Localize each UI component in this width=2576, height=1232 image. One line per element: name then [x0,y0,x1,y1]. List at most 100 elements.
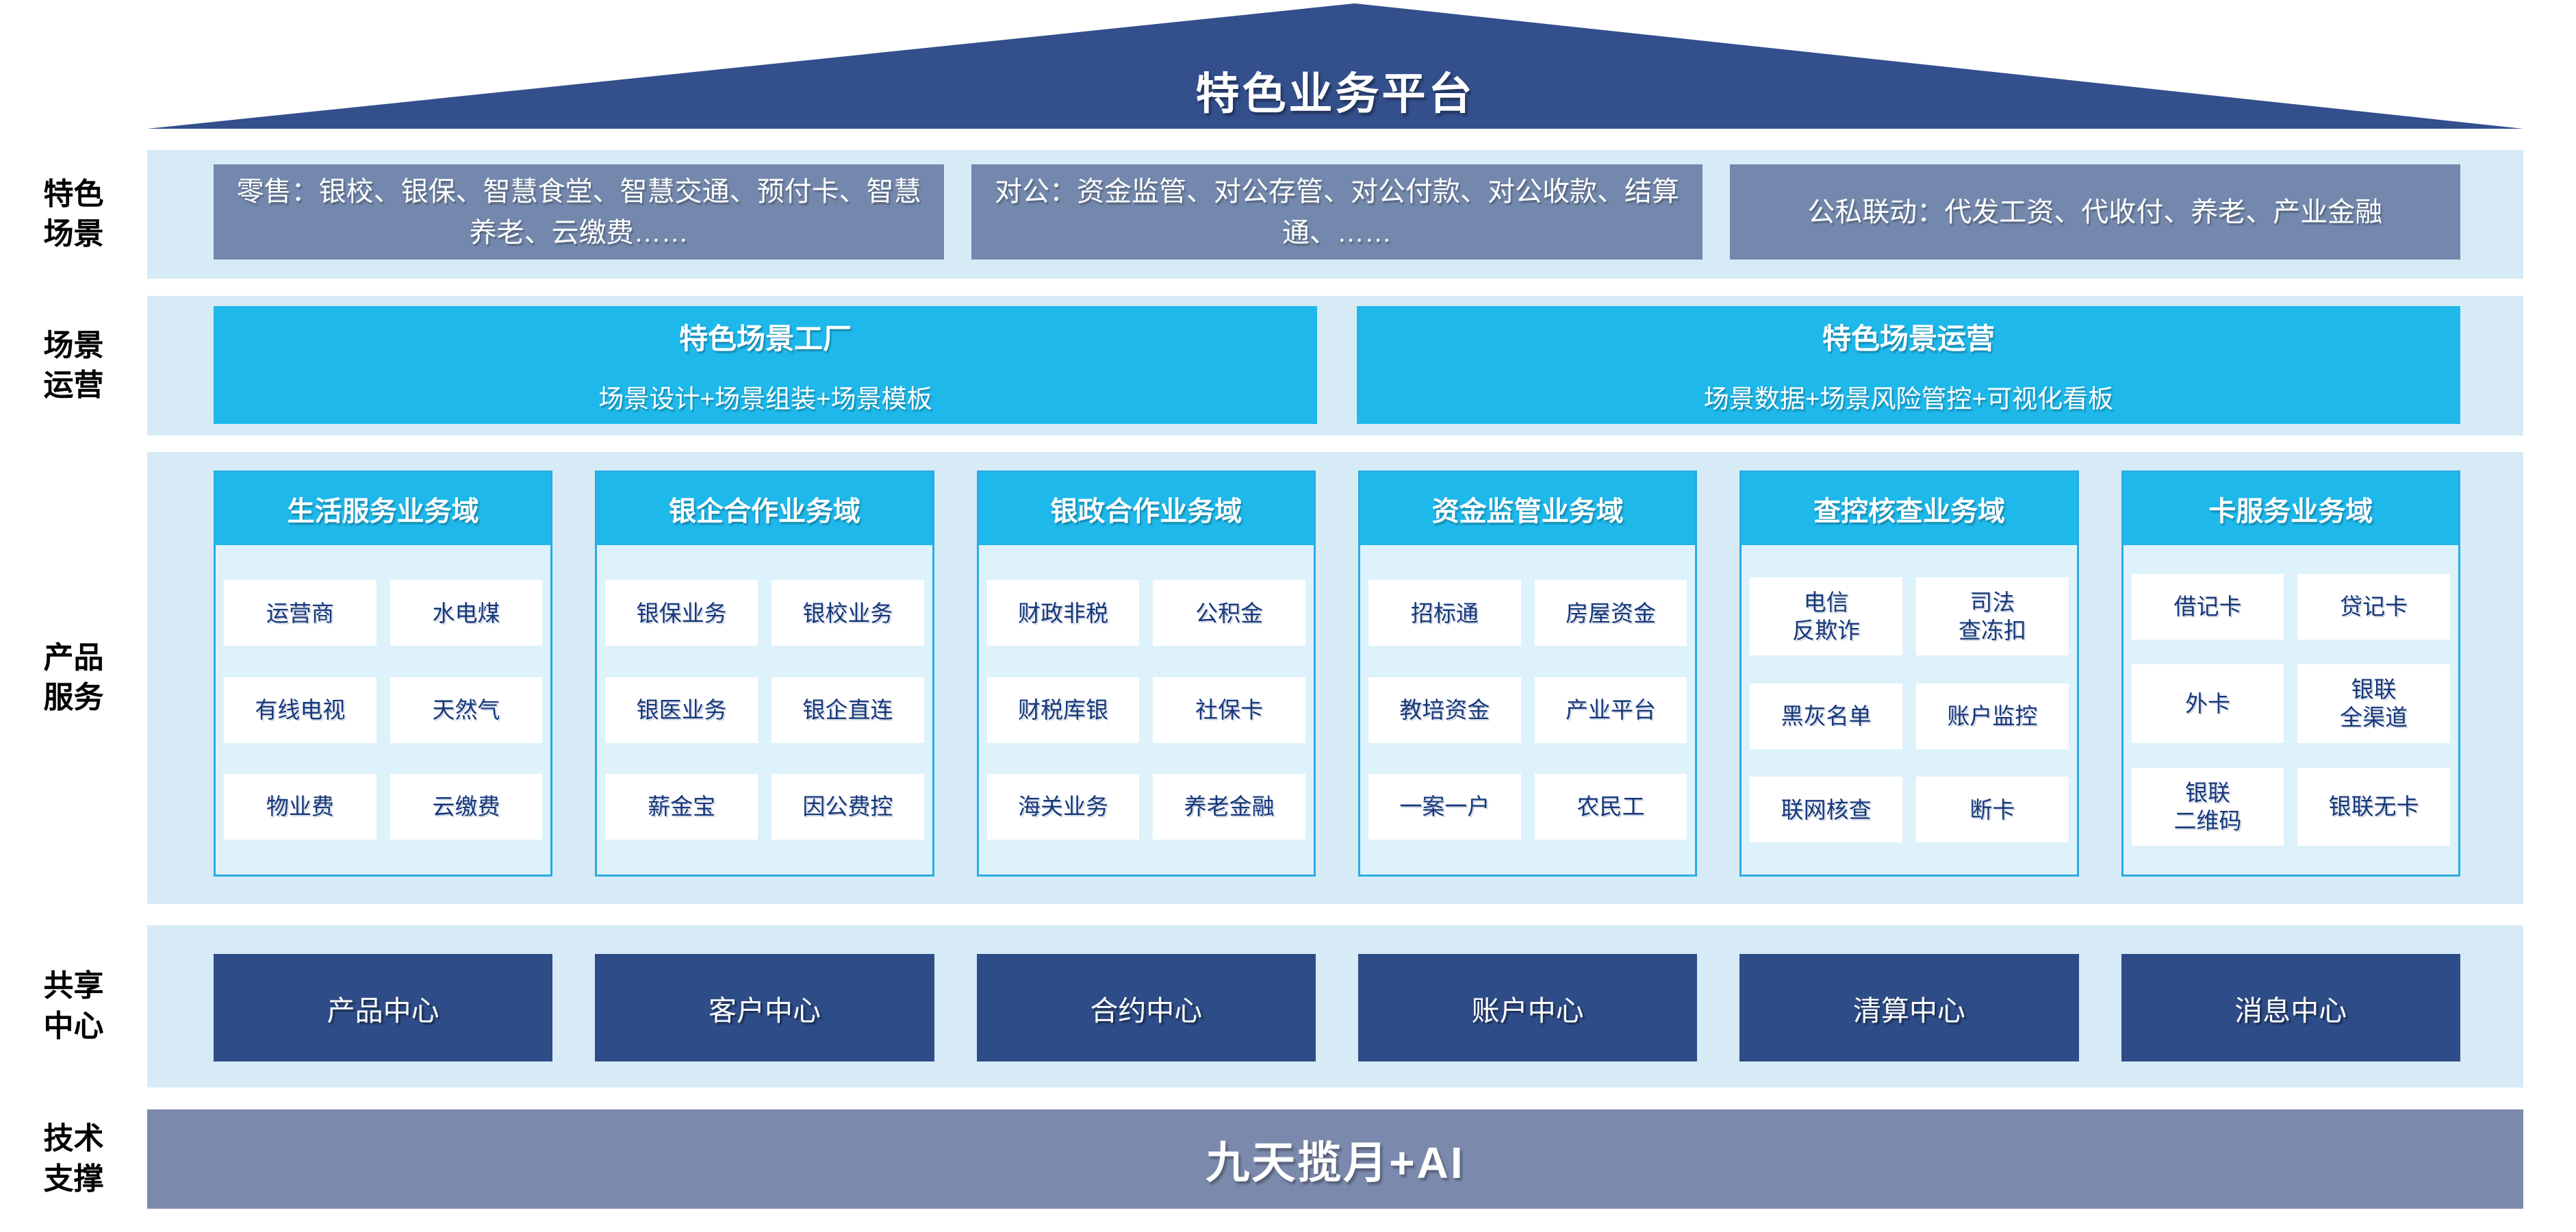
roof-triangle [147,3,2523,129]
scene-operation-title: 特色场景运营 [1822,322,1995,355]
item-row: 黑灰名单 账户监控 [1750,683,2069,749]
sharing-band: 产品中心 客户中心 合约中心 账户中心 清算中心 消息中心 [147,925,2523,1088]
item-row: 银医业务 银企直连 [605,677,924,743]
item-row: 财政非税 公积金 [986,580,1305,646]
scenes-boxes: 零售：银校、银保、智慧食堂、智慧交通、预付卡、智慧养老、云缴费…… 对公：资金监… [214,164,2460,260]
platform-title: 特色业务平台 [1195,69,1475,118]
scene-box-corporate: 对公：资金监管、对公存管、对公付款、对公收款、结算通、…… [971,164,1703,260]
product-item: 银联 二维码 [2131,767,2284,846]
product-item: 因公费控 [771,773,924,840]
item-row: 电信 反欺诈 司法 查冻扣 [1750,577,2069,656]
product-item: 银联 全渠道 [2297,664,2450,743]
domain-fund-supervision: 资金监管业务域 招标通 房屋资金 教培资金 产业平台 一案一户 农民工 [1357,470,1698,877]
product-item: 银医业务 [605,677,758,743]
product-item: 财政非税 [986,580,1140,646]
scene-box-linkage: 公私联动：代发工资、代收付、养老、产业金融 [1729,164,2460,260]
domain-bank-government: 银政合作业务域 财政非税 公积金 财税库银 社保卡 海关业务 养老金融 [976,470,1316,877]
domain-items: 电信 反欺诈 司法 查冻扣 黑灰名单 账户监控 联网核查 断卡 [1742,545,2076,875]
scene-box-retail: 零售：银校、银保、智慧食堂、智慧交通、预付卡、智慧养老、云缴费…… [214,164,945,260]
row-label-tech: 技术 支撑 [43,1122,104,1196]
domain-card-services: 卡服务业务域 借记卡 贷记卡 外卡 银联 全渠道 银联 二维码 银联无卡 [2121,470,2460,877]
product-domains: 生活服务业务域 运营商 水电煤 有线电视 天然气 物业费 云缴费 [214,470,2460,877]
domain-title: 银政合作业务域 [978,473,1314,545]
operation-boxes: 特色场景工厂 场景设计+场景组装+场景模板 特色场景运营 场景数据+场景风险管控… [214,306,2460,424]
domain-title: 卡服务业务域 [2123,473,2458,545]
sharing-centers: 产品中心 客户中心 合约中心 账户中心 清算中心 消息中心 [214,954,2460,1061]
product-item: 公积金 [1153,580,1305,646]
product-item: 银校业务 [771,580,924,646]
center-account: 账户中心 [1357,954,1698,1061]
scene-factory-subtitle: 场景设计+场景组装+场景模板 [598,384,932,413]
domain-title: 生活服务业务域 [216,473,551,545]
center-contract: 合约中心 [976,954,1316,1061]
item-row: 银联 二维码 银联无卡 [2131,767,2450,846]
product-item: 农民工 [1534,773,1687,840]
row-label-products: 产品 服务 [43,640,104,714]
product-item: 借记卡 [2131,574,2284,640]
item-row: 招标通 房屋资金 [1368,580,1687,646]
product-item: 教培资金 [1368,677,1521,743]
product-item: 物业费 [224,773,377,840]
scene-operation-box: 特色场景运营 场景数据+场景风险管控+可视化看板 [1357,306,2460,424]
product-item: 海关业务 [986,773,1140,840]
center-customer: 客户中心 [595,954,934,1061]
item-row: 运营商 水电煤 [224,580,543,646]
product-item: 水电煤 [390,580,543,646]
product-item: 云缴费 [390,773,543,840]
domain-title: 资金监管业务域 [1360,473,1696,545]
scene-operation-subtitle: 场景数据+场景风险管控+可视化看板 [1703,384,2114,413]
center-clearing: 清算中心 [1739,954,2079,1061]
item-row: 财税库银 社保卡 [986,677,1305,743]
product-item: 社保卡 [1153,677,1305,743]
domain-title: 银企合作业务域 [597,473,932,545]
item-row: 海关业务 养老金融 [986,773,1305,840]
product-item: 房屋资金 [1534,580,1687,646]
domain-items: 财政非税 公积金 财税库银 社保卡 海关业务 养老金融 [979,545,1314,875]
scenes-band: 零售：银校、银保、智慧食堂、智慧交通、预付卡、智慧养老、云缴费…… 对公：资金监… [147,150,2523,279]
product-item: 一案一户 [1368,773,1521,840]
row-label-operation: 场景 运营 [43,328,104,402]
item-row: 教培资金 产业平台 [1368,677,1687,743]
operation-band: 特色场景工厂 场景设计+场景组装+场景模板 特色场景运营 场景数据+场景风险管控… [147,296,2523,436]
product-item: 联网核查 [1750,777,1902,843]
item-row: 外卡 银联 全渠道 [2131,664,2450,743]
product-item: 养老金融 [1153,773,1305,840]
product-item: 招标通 [1368,580,1521,646]
item-row: 有线电视 天然气 [224,677,543,743]
product-item: 财税库银 [986,677,1140,743]
scene-factory-box: 特色场景工厂 场景设计+场景组装+场景模板 [214,306,1317,424]
product-item: 断卡 [1915,777,2069,843]
product-item: 账户监控 [1915,683,2069,749]
product-item: 银保业务 [605,580,758,646]
item-row: 借记卡 贷记卡 [2131,574,2450,640]
row-label-scenes: 特色 场景 [43,177,104,251]
domain-inspection: 查控核查业务域 电信 反欺诈 司法 查冻扣 黑灰名单 账户监控 联网核查 断卡 [1739,470,2079,877]
domain-items: 借记卡 贷记卡 外卡 银联 全渠道 银联 二维码 银联无卡 [2124,545,2458,875]
product-item: 有线电视 [224,677,377,743]
center-message: 消息中心 [2121,954,2460,1061]
product-item: 银企直连 [771,677,924,743]
domain-items: 招标通 房屋资金 教培资金 产业平台 一案一户 农民工 [1360,545,1695,875]
domain-bank-enterprise: 银企合作业务域 银保业务 银校业务 银医业务 银企直连 薪金宝 因公费控 [595,470,934,877]
product-item: 外卡 [2131,664,2284,743]
product-item: 贷记卡 [2297,574,2450,640]
domain-items: 银保业务 银校业务 银医业务 银企直连 薪金宝 因公费控 [597,545,932,875]
product-item: 产业平台 [1534,677,1687,743]
item-row: 联网核查 断卡 [1750,777,2069,843]
domain-title: 查控核查业务域 [1742,473,2077,545]
product-item: 黑灰名单 [1750,683,1902,749]
domain-life-services: 生活服务业务域 运营商 水电煤 有线电视 天然气 物业费 云缴费 [214,470,553,877]
scene-factory-title: 特色场景工厂 [678,322,852,355]
item-row: 物业费 云缴费 [224,773,543,840]
item-row: 银保业务 银校业务 [605,580,924,646]
products-band: 生活服务业务域 运营商 水电煤 有线电视 天然气 物业费 云缴费 [147,452,2523,904]
item-row: 一案一户 农民工 [1368,773,1687,840]
product-item: 薪金宝 [605,773,758,840]
platform-roof-shape [147,3,2523,129]
product-item: 天然气 [390,677,543,743]
product-item: 电信 反欺诈 [1750,577,1902,656]
product-item: 银联无卡 [2297,767,2450,846]
item-row: 薪金宝 因公费控 [605,773,924,840]
domain-items: 运营商 水电煤 有线电视 天然气 物业费 云缴费 [216,545,550,875]
